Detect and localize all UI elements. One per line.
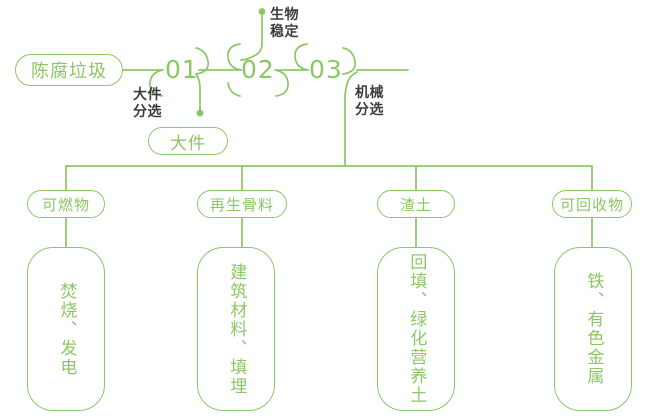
stage-number-03[interactable]: 03 bbox=[309, 55, 343, 84]
line-01-to-bulky-label bbox=[195, 73, 201, 111]
side-output-pill[interactable]: 大件 bbox=[148, 127, 228, 155]
destination-box-4[interactable]: 铁、有色金属 bbox=[554, 247, 632, 411]
destination-box-2[interactable]: 建筑材料、填埋 bbox=[197, 247, 275, 411]
stage-label-mechanical-sorting: 机械 分选 bbox=[355, 85, 384, 118]
destination-box-3[interactable]: 回填、绿化营养土 bbox=[377, 247, 455, 411]
destination-text-3: 回填、绿化营养土 bbox=[406, 253, 427, 405]
bracket-03-upper bbox=[294, 43, 309, 71]
stage-label-bio-stabilization: 生物 稳定 bbox=[270, 7, 299, 40]
category-label-4: 可回收物 bbox=[559, 195, 624, 214]
bracket-01-lower bbox=[149, 69, 164, 97]
source-pill[interactable]: 陈腐垃圾 bbox=[15, 54, 123, 86]
bracket-02-lower bbox=[274, 69, 289, 97]
stage-label-bulky-sorting: 大件 分选 bbox=[133, 87, 162, 120]
category-label-1: 可燃物 bbox=[41, 195, 90, 214]
dot-bio bbox=[258, 8, 266, 15]
destination-box-1[interactable]: 焚烧、发电 bbox=[27, 247, 105, 411]
side-output-label: 大件 bbox=[170, 133, 206, 154]
destination-text-2: 建筑材料、填埋 bbox=[226, 262, 247, 396]
source-label: 陈腐垃圾 bbox=[31, 61, 107, 82]
category-label-3: 渣土 bbox=[399, 195, 432, 214]
line-03-drop bbox=[344, 71, 358, 167]
category-pill-4[interactable]: 可回收物 bbox=[552, 190, 632, 218]
stage-number-02[interactable]: 02 bbox=[241, 55, 275, 84]
destination-text-1: 焚烧、发电 bbox=[56, 281, 77, 377]
dot-bulky bbox=[196, 109, 204, 117]
bracket-02-upper bbox=[227, 43, 242, 71]
bracket-01-upper bbox=[195, 47, 210, 75]
bracket-03-upper-right bbox=[342, 47, 357, 75]
line-02-to-bio-label bbox=[240, 13, 263, 61]
stage-number-01[interactable]: 01 bbox=[165, 55, 199, 84]
category-label-2: 再生骨料 bbox=[209, 195, 274, 214]
category-pill-1[interactable]: 可燃物 bbox=[27, 190, 105, 218]
bracket-02-lower-left bbox=[227, 82, 241, 97]
category-pill-2[interactable]: 再生骨料 bbox=[197, 190, 287, 218]
category-pill-3[interactable]: 渣土 bbox=[377, 190, 455, 218]
destination-text-4: 铁、有色金属 bbox=[583, 272, 604, 386]
